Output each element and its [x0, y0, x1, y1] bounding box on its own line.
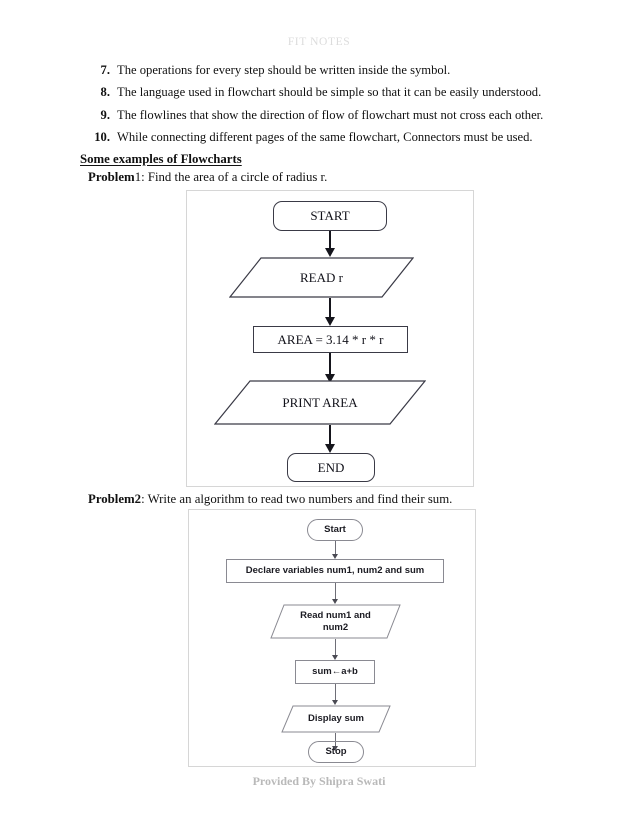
- flow-node-start: START: [273, 201, 387, 231]
- flow-node-end: END: [287, 453, 375, 482]
- list-item-number: 8.: [100, 85, 110, 100]
- flow-node-label: sum←a+b: [312, 666, 358, 678]
- list-item: 9. The flowlines that show the direction…: [86, 107, 556, 125]
- parallelogram-shape: [270, 604, 401, 639]
- flow-node-label: END: [317, 459, 345, 475]
- section-heading: Some examples of Flowcharts: [80, 152, 242, 166]
- flow-node-label: Display sum: [308, 713, 364, 725]
- problem-2-label-bold: Problem2: [88, 492, 142, 506]
- flow-node-label: Declare variables num1, num2 and sum: [245, 565, 425, 577]
- list-item-text: The operations for every step should be …: [117, 63, 451, 77]
- flowchart-2-image: Start Declare variables num1, num2 and s…: [188, 509, 476, 767]
- problem-1-label-number: 1: [134, 170, 142, 184]
- flow-node-print: PRINT AREA: [214, 380, 426, 425]
- flow-node-sum: sum←a+b: [295, 660, 375, 684]
- flow-node-display: Display sum: [281, 705, 391, 733]
- flow-node-label: Stop: [325, 746, 347, 758]
- flowchart-1-image: START READ r AREA = 3.14 * r * r PRINT A…: [186, 190, 474, 487]
- flow-node-label: Start: [324, 524, 346, 536]
- flowchart-rules-list: 7. The operations for every step should …: [86, 62, 556, 152]
- page-footer: Provided By Shipra Swati: [252, 774, 386, 788]
- flow-node-stop: Stop: [308, 741, 364, 763]
- flow-node-label-line1: Read num1 and: [300, 609, 371, 621]
- flow-node-area: AREA = 3.14 * r * r: [253, 326, 408, 353]
- list-item: 8. The language used in flowchart should…: [86, 84, 556, 102]
- list-item: 7. The operations for every step should …: [86, 62, 556, 80]
- flow-node-read: Read num1 and num2: [270, 604, 401, 639]
- flow-node-label-line2: num2: [322, 621, 349, 633]
- list-item: 10. While connecting different pages of …: [86, 129, 556, 147]
- list-item-text: The flowlines that show the direction of…: [117, 107, 544, 122]
- parallelogram-shape: [214, 380, 426, 425]
- flow-node-declare: Declare variables num1, num2 and sum: [226, 559, 444, 583]
- flow-node-label: AREA = 3.14 * r * r: [277, 331, 384, 347]
- list-item-number: 7.: [100, 63, 110, 77]
- problem-2-label: Problem2: Write an algorithm to read two…: [88, 492, 452, 507]
- problem-1-label: Problem1: Find the area of a circle of r…: [88, 170, 327, 185]
- flow-node-read: READ r: [229, 257, 414, 298]
- problem-1-label-bold: Problem: [88, 170, 135, 184]
- problem-1-label-text: : Find the area of a circle of radius r.: [141, 170, 328, 184]
- flow-node-start: Start: [307, 519, 363, 541]
- parallelogram-shape: [229, 257, 414, 298]
- flow-node-label: PRINT AREA: [282, 394, 358, 410]
- list-item-text: The language used in flowchart should be…: [117, 85, 542, 100]
- list-item-number: 9.: [100, 107, 110, 122]
- list-item-text: While connecting different pages of the …: [117, 130, 533, 145]
- flow-node-label: START: [310, 208, 350, 223]
- parallelogram-shape: [281, 705, 391, 733]
- flow-node-label: READ r: [300, 269, 343, 285]
- list-item-number: 10.: [94, 130, 110, 145]
- problem-2-label-text: : Write an algorithm to read two numbers…: [141, 492, 453, 506]
- page-header: FIT NOTES: [287, 36, 351, 48]
